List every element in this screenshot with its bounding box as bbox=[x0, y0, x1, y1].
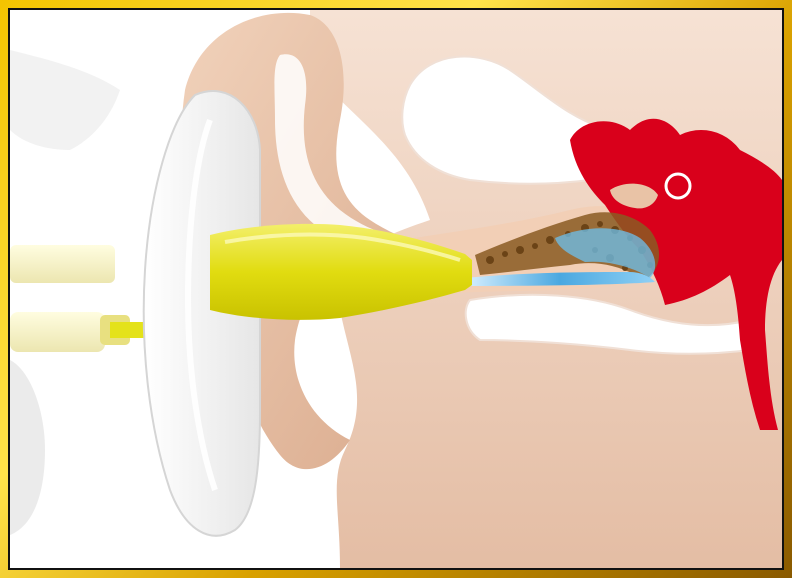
ear-illustration bbox=[10, 10, 782, 568]
upper-tube bbox=[10, 245, 115, 283]
lower-tube bbox=[10, 312, 105, 352]
